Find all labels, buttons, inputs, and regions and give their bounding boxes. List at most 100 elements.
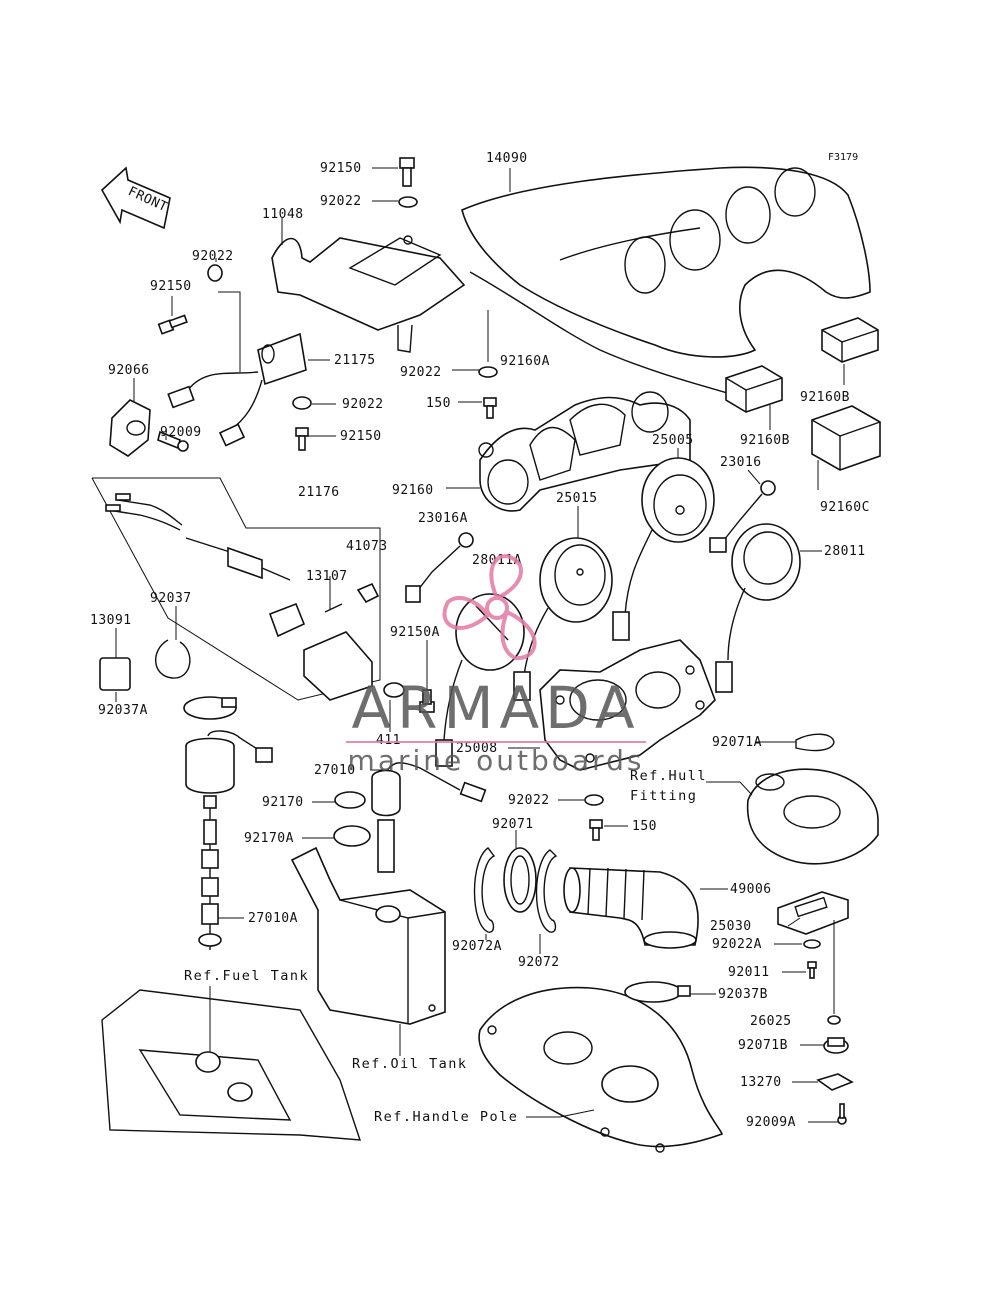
watermark: ARMADA marine outboards [346, 554, 646, 777]
switch-25030 [777, 891, 849, 935]
label-92037: 92037 [150, 591, 192, 606]
label-92037B: 92037B [718, 987, 768, 1002]
label-150-top: 150 [426, 396, 451, 411]
label-92009: 92009 [160, 425, 202, 440]
label-13107: 13107 [306, 569, 348, 584]
leader-lines [115, 167, 845, 1123]
sender-23016A [405, 532, 474, 603]
harness-outline-21176 [91, 477, 381, 701]
label-92160B-2: 92160B [740, 433, 790, 448]
washer-92022A [803, 939, 821, 949]
diagram-code: F3179 [828, 152, 858, 163]
washer-92022-low [584, 794, 604, 806]
fuel-tank [101, 989, 361, 1141]
label-13091: 13091 [90, 613, 132, 628]
gauge-25015 [513, 537, 613, 701]
label-49006: 49006 [730, 882, 772, 897]
label-14090: 14090 [486, 151, 528, 166]
ref-hull-fitting-1: Ref.Hull [630, 768, 707, 784]
label-92009A: 92009A [746, 1115, 796, 1130]
gauge-holder-92160 [478, 391, 691, 512]
collar-92071 [503, 847, 537, 913]
label-92160: 92160 [392, 483, 434, 498]
label-92022-left: 92022 [192, 249, 234, 264]
bolt-92150-top [399, 157, 415, 187]
label-92160C: 92160C [820, 500, 870, 515]
label-92022-top: 92022 [320, 194, 362, 209]
label-92160A: 92160A [500, 354, 550, 369]
label-92071A: 92071A [712, 735, 762, 750]
ref-handle-pole: Ref.Handle Pole [374, 1109, 518, 1125]
label-92072A: 92072A [452, 939, 502, 954]
part-labels: 92150 14090 92022 11048 92022 92150 2117… [90, 151, 870, 1130]
clamp-92037A [183, 696, 237, 720]
pad-92160B-upper [821, 317, 879, 363]
screw-92009A [837, 1103, 847, 1125]
seal-strip-92160A [469, 271, 746, 399]
hose-49006 [563, 867, 699, 949]
pad-92160B-lower [725, 365, 783, 413]
part-13107 [268, 602, 343, 638]
label-23016: 23016 [720, 455, 762, 470]
gasket-92071A [795, 733, 835, 752]
label-411: 411 [376, 733, 401, 748]
label-25015: 25015 [556, 491, 598, 506]
label-92066: 92066 [108, 363, 150, 378]
bolt-150-top [483, 397, 497, 419]
label-28011: 28011 [824, 544, 866, 559]
label-26025: 26025 [750, 1014, 792, 1029]
clamp-92170 [334, 791, 366, 809]
label-92170A: 92170A [244, 831, 294, 846]
label-92022A: 92022A [712, 937, 762, 952]
band-92037 [154, 639, 191, 679]
label-92072: 92072 [518, 955, 560, 970]
hull-fitting [746, 768, 879, 865]
washer-92022-r [478, 366, 498, 378]
washer-92022-mid [292, 396, 312, 410]
screw-92009 [157, 430, 189, 452]
gauge-28011 [715, 523, 801, 693]
washer-92022-left [207, 264, 223, 282]
label-92022-mid: 92022 [342, 397, 384, 412]
label-92150-mid: 92150 [340, 429, 382, 444]
label-92170: 92170 [262, 795, 304, 810]
bolt-92150-mid [295, 427, 309, 451]
label-27010A: 27010A [248, 911, 298, 926]
bolt-150-low [589, 819, 603, 841]
oil-tank [290, 846, 446, 1025]
label-23016A: 23016A [418, 511, 468, 526]
band-92072A [473, 847, 496, 933]
label-25005: 25005 [652, 433, 694, 448]
label-92150A: 92150A [390, 625, 440, 640]
sender-23016 [709, 480, 776, 553]
band-92072 [535, 849, 558, 933]
dashboard-cover-14090 [461, 166, 871, 358]
label-92071B: 92071B [738, 1038, 788, 1053]
label-41073: 41073 [346, 539, 388, 554]
clip-13107-right [356, 582, 380, 604]
part-13091 [99, 657, 131, 691]
band-92037B [624, 981, 691, 1003]
label-92150-left: 92150 [150, 279, 192, 294]
label-92071: 92071 [492, 817, 534, 832]
label-92011: 92011 [728, 965, 770, 980]
cover-41073 [303, 631, 373, 701]
washer-411 [383, 682, 405, 698]
label-25008: 25008 [456, 741, 498, 756]
plate-13270 [816, 1073, 854, 1091]
front-arrow-icon: FRONT [100, 166, 171, 230]
relay-21175 [167, 332, 307, 447]
watermark-tagline: marine outboards [348, 744, 645, 777]
screw-92011 [807, 961, 817, 979]
ref-fuel-tank: Ref.Fuel Tank [184, 968, 309, 984]
watermark-brand: ARMADA [351, 674, 640, 742]
fuel-line-27010 [371, 762, 487, 873]
gauge-25005 [612, 457, 715, 641]
nut-26025 [827, 1015, 841, 1025]
ref-hull-fitting-2: Fitting [630, 788, 697, 804]
label-92022-r: 92022 [400, 365, 442, 380]
mounting-plate-25008 [539, 639, 716, 771]
label-150-low: 150 [632, 819, 657, 834]
propeller-logo-icon [442, 554, 537, 661]
ref-oil-tank: Ref.Oil Tank [352, 1056, 468, 1072]
